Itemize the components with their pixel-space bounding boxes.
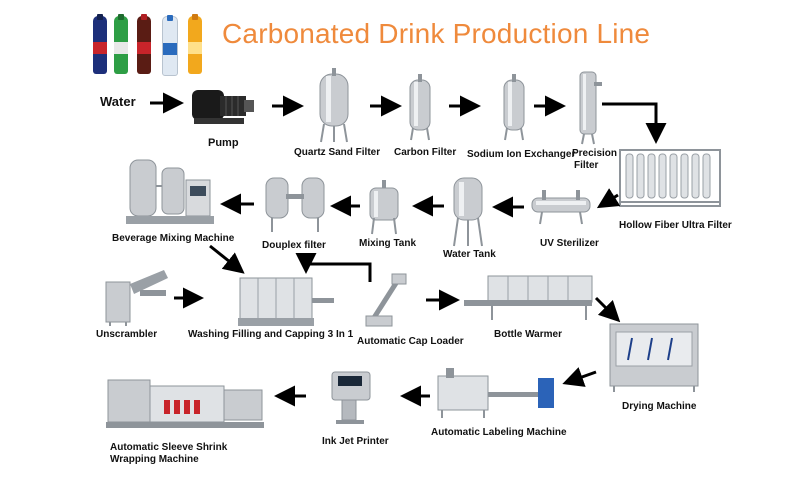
label-water-tank: Water Tank [443, 249, 496, 260]
hollow-fiber-ultra-filter-icon [619, 149, 721, 207]
label-bottle-warmer: Bottle Warmer [494, 329, 562, 340]
sleeve-shrink-wrapping-machine-icon [106, 379, 264, 428]
label-sodium-ion-exchanger: Sodium Ion Exchanger [467, 149, 576, 160]
arrow-drying-labeling [562, 367, 597, 387]
carbon-filter-icon [409, 74, 431, 141]
label-quartz-sand-filter: Quartz Sand Filter [294, 147, 381, 158]
arrow-beverage-washing [209, 244, 245, 274]
automatic-labeling-machine-icon [437, 368, 554, 418]
water-tank-icon [453, 177, 483, 247]
label-precision-2: Filter [574, 160, 599, 171]
orange-soda-bottle-icon [188, 14, 202, 74]
mixing-tank-icon [369, 180, 399, 235]
label-automatic-labeling-machine: Automatic Labeling Machine [431, 427, 567, 438]
precision-filter-icon [579, 71, 602, 145]
label-beverage-mixing-machine: Beverage Mixing Machine [112, 233, 235, 244]
drying-machine-icon [609, 323, 699, 392]
cola-bottle-icon [93, 14, 107, 74]
unscrambler-icon [105, 270, 168, 326]
label-pump: Pump [208, 137, 239, 149]
label-hollow-fiber-ultra-filter: Hollow Fiber Ultra Filter [619, 220, 732, 231]
coke-bottle-icon [137, 14, 151, 74]
pump-icon [192, 90, 254, 124]
arrow-precision-hollow [602, 102, 667, 144]
beverage-mixing-machine-icon [126, 159, 214, 224]
lemon-soda-bottle-icon [114, 14, 128, 74]
quartz-sand-filter-icon [319, 68, 349, 143]
label-precision-1: Precision [572, 148, 618, 159]
arrow-warmer-drying [594, 296, 621, 323]
label-sleeve-shrink-1: Automatic Sleeve Shrink [110, 442, 228, 453]
label-uv-sterilizer: UV Sterilizer [540, 238, 599, 249]
label-washing-filling-capping: Washing Filling and Capping 3 In 1 [188, 329, 354, 340]
label-ink-jet-printer: Ink Jet Printer [322, 436, 389, 447]
label-douplex-filter: Douplex filter [262, 240, 326, 251]
douplex-filter-icon [265, 177, 325, 232]
label-drying-machine: Drying Machine [622, 401, 697, 412]
label-sleeve-shrink-2: Wrapping Machine [110, 454, 199, 465]
sodium-ion-exchanger-icon [503, 74, 525, 141]
water-bottle-icon [162, 15, 178, 76]
bottle-warmer-icon [464, 275, 593, 320]
label-mixing-tank: Mixing Tank [359, 238, 417, 249]
ink-jet-printer-icon [331, 371, 371, 424]
label-automatic-cap-loader: Automatic Cap Loader [357, 336, 464, 347]
automatic-cap-loader-icon [365, 273, 407, 327]
uv-sterilizer-icon [531, 190, 591, 225]
label-water: Water [100, 94, 136, 109]
washing-filling-capping-icon [238, 277, 334, 326]
label-carbon-filter: Carbon Filter [394, 147, 457, 158]
label-unscrambler: Unscrambler [96, 329, 158, 340]
diagram-title: Carbonated Drink Production Line [222, 18, 651, 49]
arrow-hollow-uv [596, 188, 621, 209]
